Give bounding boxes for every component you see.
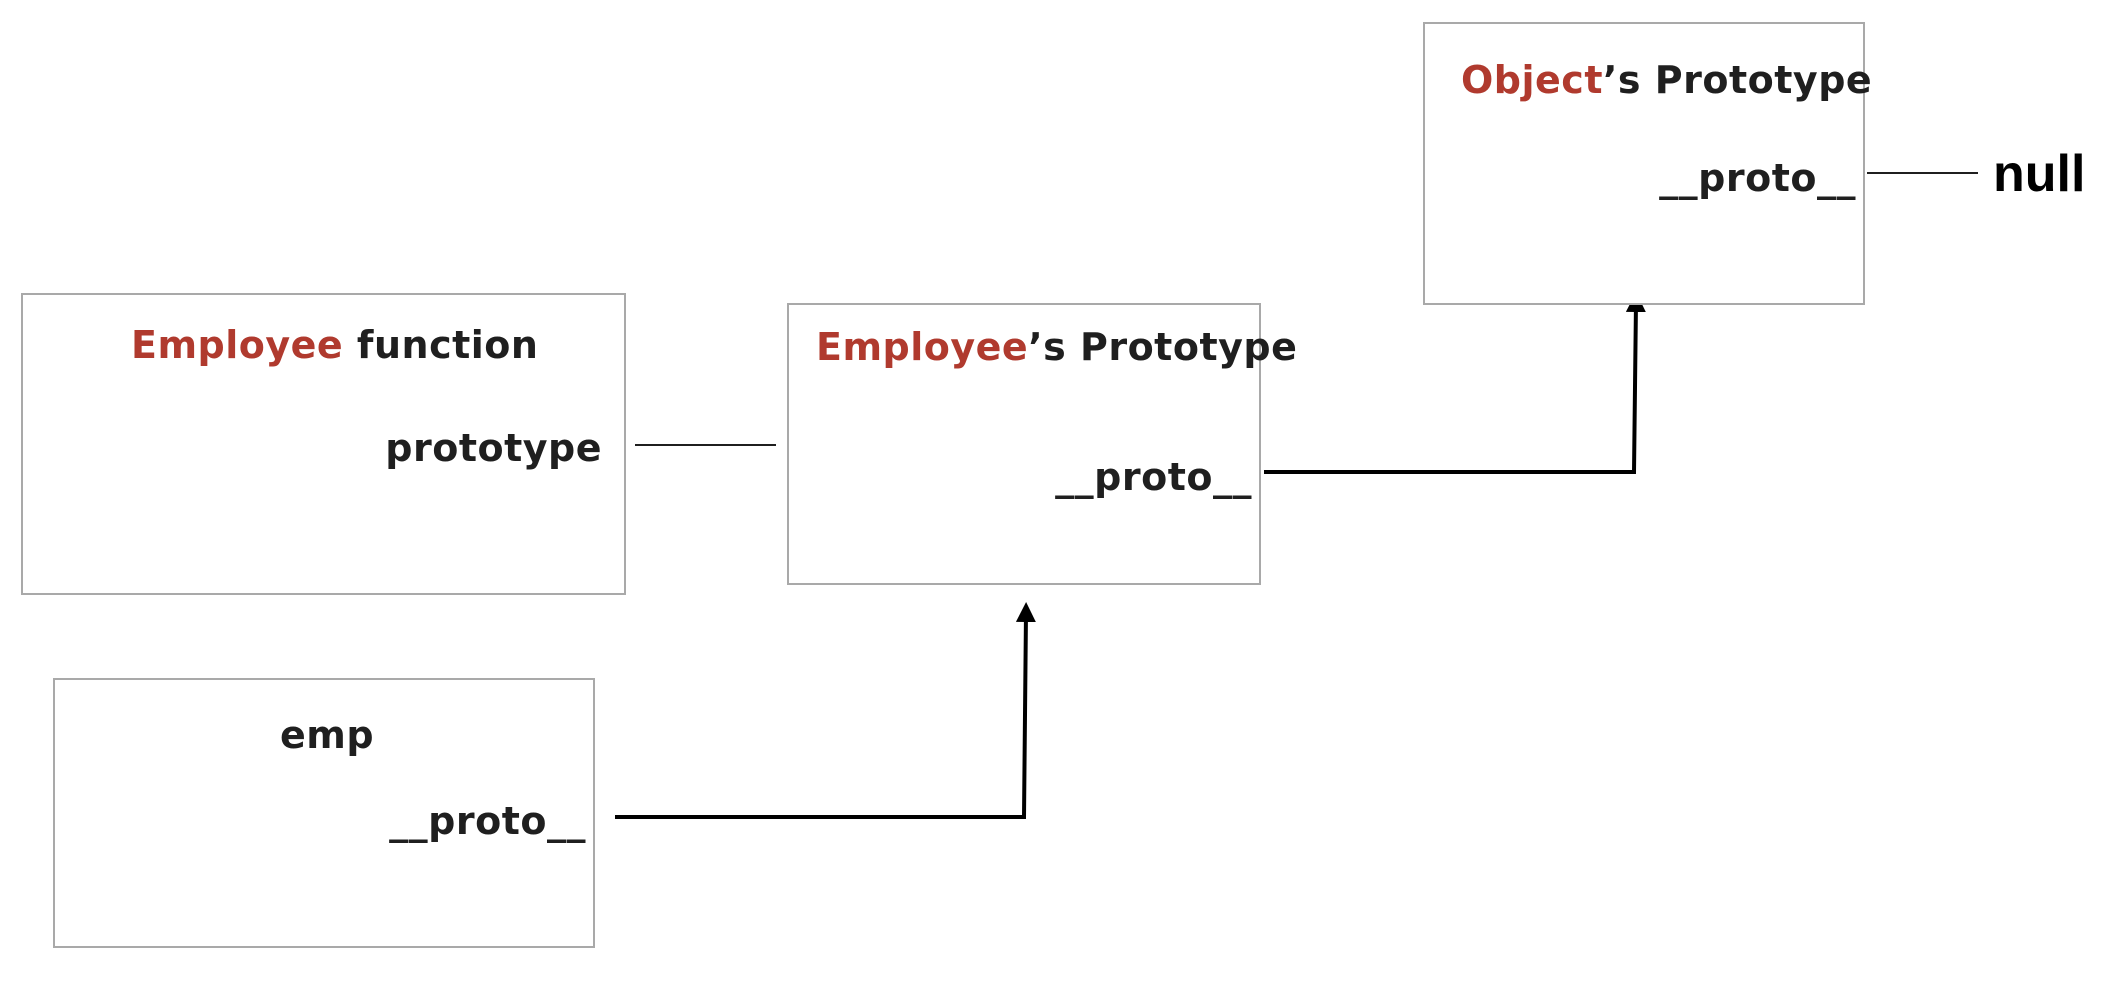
employee-prototype-title-accent: Employee xyxy=(816,325,1029,369)
object-prototype-box: Object’s Prototype __proto__ xyxy=(1423,22,1872,305)
object-prototype-title-rest: ’s Prototype xyxy=(1603,58,1873,102)
employee-function-box: Employee function prototype xyxy=(21,293,626,595)
emp-title: emp xyxy=(280,713,375,757)
employee-prototype-title-rest: ’s Prototype xyxy=(1028,325,1298,369)
emp-proto-arrow xyxy=(615,602,1036,819)
employee-prototype-title: Employee’s Prototype xyxy=(816,328,1297,366)
employee-prototype-proto-field: __proto__ xyxy=(1055,455,1252,499)
employee-function-title-rest: function xyxy=(343,323,539,367)
employee-prototype-proto-arrow xyxy=(1264,292,1646,474)
object-prototype-title-accent: Object xyxy=(1461,58,1603,102)
object-prototype-title: Object’s Prototype xyxy=(1461,61,1872,99)
employee-function-title-accent: Employee xyxy=(131,323,344,367)
emp-box: emp __proto__ xyxy=(53,678,595,948)
employee-prototype-box: Employee’s Prototype __proto__ xyxy=(787,303,1297,585)
emp-proto-field: __proto__ xyxy=(389,799,586,843)
object-prototype-proto-field: __proto__ xyxy=(1659,156,1856,200)
employee-function-prototype-field: prototype xyxy=(385,426,602,470)
employee-function-title: Employee function xyxy=(131,326,538,364)
null-label: null xyxy=(1993,145,2086,203)
